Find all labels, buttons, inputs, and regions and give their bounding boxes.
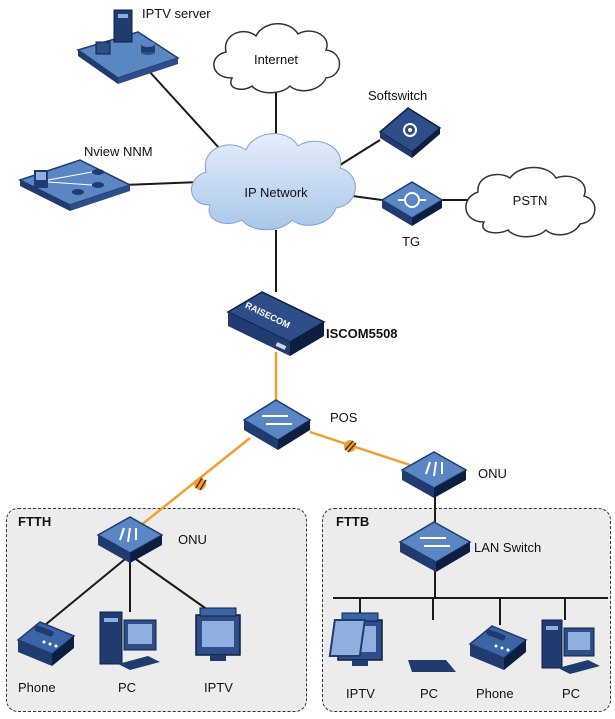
- ftth-device-label: Phone: [18, 680, 56, 695]
- internet-label: Internet: [253, 52, 299, 67]
- fiber-pos-fttb: [309, 430, 411, 467]
- phone-icon: [16, 621, 76, 666]
- laptop-icon: [328, 619, 456, 672]
- onu-ftth-label: ONU: [178, 532, 207, 547]
- tg-label: TG: [402, 234, 421, 249]
- gateway-icon: [380, 181, 444, 226]
- tv-icon: [195, 607, 241, 661]
- fttb-device-label: Phone: [476, 686, 514, 701]
- link-onu-iptv: [129, 554, 216, 616]
- onu-fttb-label: ONU: [478, 466, 507, 481]
- olt-icon: [226, 291, 326, 356]
- splitter-icon: [242, 399, 312, 450]
- pc-icon: [99, 611, 160, 670]
- fttb-device-label: PC: [420, 686, 439, 701]
- link-nview-ipnet: [124, 181, 201, 186]
- link-onu-phone: [44, 554, 131, 626]
- iptv-server-label: IPTV server: [142, 6, 211, 21]
- switch-icon: [398, 521, 472, 572]
- fiber-pos-ftth: [134, 437, 251, 531]
- links: [44, 69, 608, 626]
- fiber-links: [134, 352, 411, 531]
- internet-cloud: [213, 23, 341, 94]
- pc-icon: [541, 619, 600, 674]
- pstn-cloud: [465, 166, 596, 238]
- link-iptv-ipnet: [147, 69, 231, 161]
- fttb-device-label: PC: [562, 686, 581, 701]
- ip-network-label: IP Network: [244, 185, 308, 200]
- link-softswitch-ipnet: [339, 139, 381, 166]
- olt-label: ISCOM5508: [326, 326, 398, 341]
- softswitch-label: Softswitch: [368, 88, 428, 103]
- lan-switch-label: LAN Switch: [474, 540, 542, 555]
- onu-icon: [400, 451, 468, 498]
- ftth-title: FTTH: [18, 514, 52, 529]
- fttb-title: FTTB: [336, 514, 370, 529]
- softswitch-icon: [378, 107, 442, 158]
- management-icon: [18, 159, 132, 211]
- nview-label: Nview NNM: [84, 144, 153, 159]
- onu-icon: [96, 516, 164, 563]
- phone-icon: [468, 625, 528, 670]
- ip-network-cloud: [191, 133, 356, 231]
- pos-label: POS: [330, 410, 358, 425]
- ftth-device-label: PC: [118, 680, 137, 695]
- fiber-connector-1: [194, 477, 207, 491]
- ftth-device-label: IPTV: [204, 680, 233, 695]
- server-icon: [76, 9, 180, 84]
- fttb-device-label: IPTV: [346, 686, 375, 701]
- pstn-label: PSTN: [512, 193, 548, 208]
- fiber-connector-2: [344, 440, 357, 453]
